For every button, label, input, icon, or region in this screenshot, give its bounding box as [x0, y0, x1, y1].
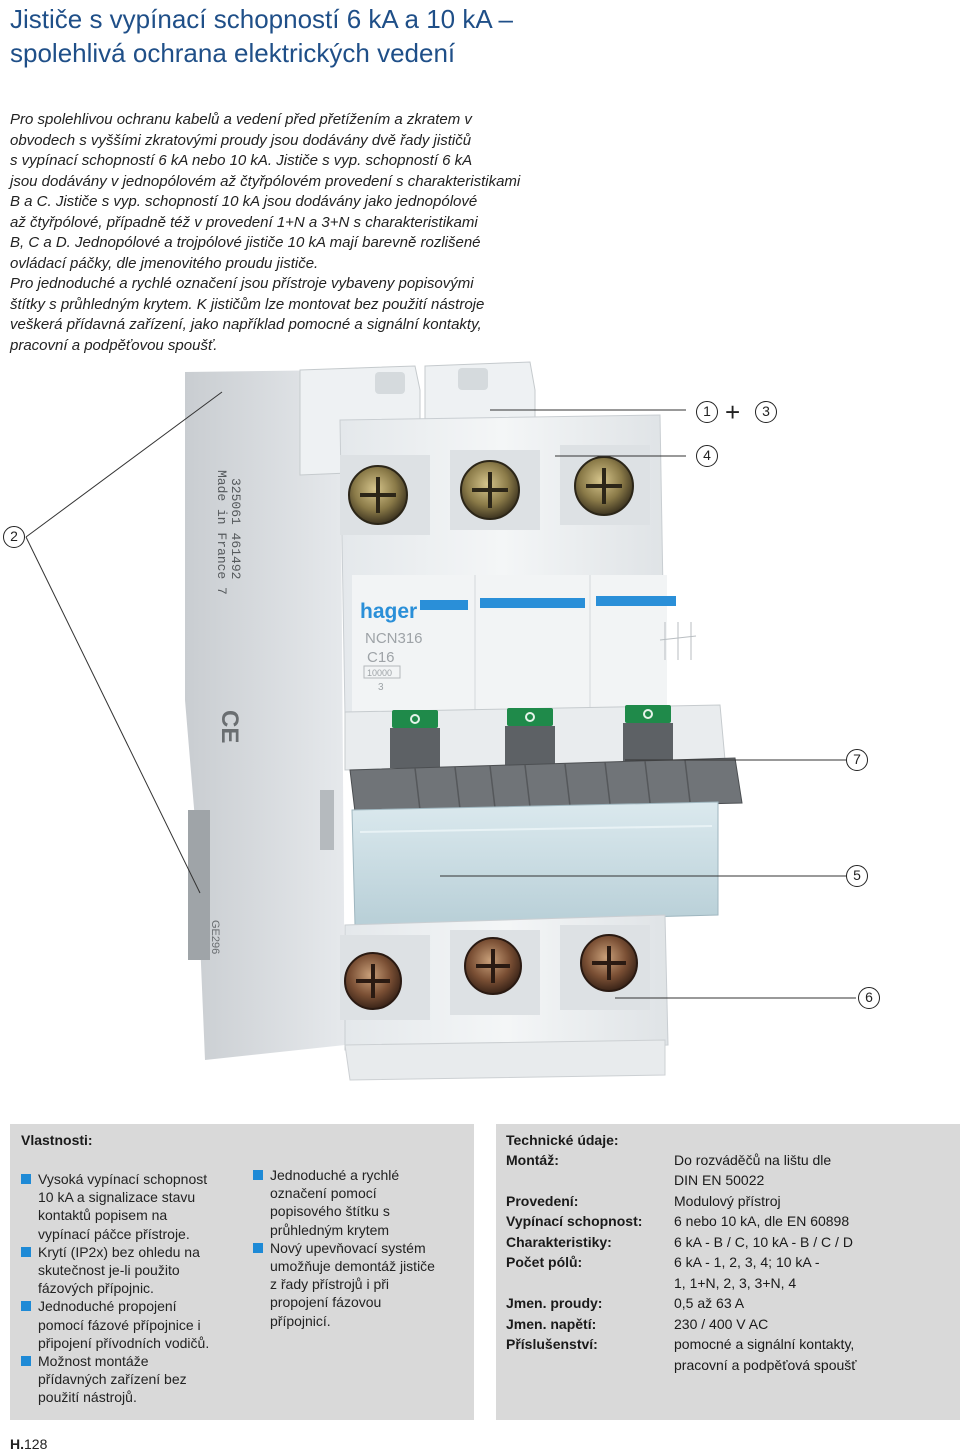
- bullet-square-icon: [253, 1170, 263, 1180]
- bullet-square-icon: [21, 1174, 31, 1184]
- intro-line: štítky s průhledným krytem. K jističům l…: [10, 295, 485, 313]
- bullet-square-icon: [21, 1246, 31, 1257]
- specs-heading: Technické údaje:: [506, 1132, 619, 1148]
- bullet-square-icon: [253, 1242, 263, 1253]
- spec-label: Provedení:: [506, 1193, 579, 1209]
- feature-item: Vysoká vypínací schopnost 10 kA a signal…: [21, 1170, 241, 1243]
- intro-line: ovládací páčky, dle jmenovitého proudu j…: [10, 254, 319, 272]
- pole-lever-1: [390, 728, 440, 768]
- toggle-bar: [349, 757, 743, 813]
- callout-7: 7: [846, 749, 868, 771]
- page-section: H.: [10, 1436, 24, 1452]
- callout-5: 5: [846, 865, 868, 887]
- feature-item: Nový upevňovací systém umožňuje demontáž…: [253, 1239, 468, 1330]
- title-line-1: Jističe s vypínací schopností 6 kA a 10 …: [10, 4, 513, 34]
- class-label: 3: [378, 682, 384, 693]
- spec-value: Modulový přístroj: [674, 1193, 781, 1209]
- specs-panel: Technické údaje: Montáž: Do rozváděčů na…: [496, 1124, 960, 1420]
- feature-item: Jednoduché propojení pomocí fázové přípo…: [21, 1297, 241, 1352]
- breaking-capacity-label: 10000: [367, 668, 392, 678]
- bottom-screw-2: [464, 937, 522, 995]
- spec-value: 230 / 400 V AC: [674, 1316, 769, 1332]
- brand-logo: hager: [360, 600, 417, 623]
- bullet-square-icon: [21, 1301, 31, 1312]
- spec-value: 6 kA - 1, 2, 3, 4; 10 kA -: [674, 1254, 820, 1270]
- spec-value: 6 nebo 10 kA, dle EN 60898: [674, 1213, 850, 1229]
- feature-item: Jednoduché a rychlé označení pomocí popi…: [253, 1166, 468, 1239]
- intro-line: Pro spolehlivou ochranu kabelů a vedení …: [10, 111, 472, 128]
- bottom-screw-1: [344, 952, 402, 1010]
- features-column-2: Jednoduché a rychlé označení pomocí popi…: [253, 1166, 468, 1330]
- intro-line: Pro jednoduché a rychlé označení jsou př…: [10, 275, 474, 292]
- pole-lever-3: [623, 723, 673, 763]
- feature-item: Krytí (IP2x) bez ohledu na skutečnost je…: [21, 1243, 241, 1298]
- page-number-value: 128: [24, 1436, 48, 1452]
- pole-lever-2: [505, 726, 555, 766]
- top-screw-1: [348, 465, 408, 525]
- spec-label: Jmen. proudy:: [506, 1295, 603, 1311]
- top-screw-2: [460, 460, 520, 520]
- spec-value: 6 kA - B / C, 10 kA - B / C / D: [674, 1234, 853, 1250]
- intro-line: s vypínací schopností 6 kA nebo 10 kA. J…: [10, 152, 473, 169]
- side-origin-text: Made in France 7: [214, 470, 229, 595]
- spec-value: 1, 1+N, 2, 3, 3+N, 4: [674, 1275, 797, 1291]
- bottom-screw-3: [580, 934, 638, 992]
- feature-item: Možnost montáže přídavných zařízení bez …: [21, 1352, 241, 1407]
- title-line-2: spolehlivá ochrana elektrických vedení: [10, 38, 456, 68]
- label-cover: [351, 801, 719, 926]
- intro-line: až čtyřpólové, případně též v provedení …: [10, 213, 478, 231]
- bullet-square-icon: [21, 1356, 31, 1367]
- page-title: Jističe s vypínací schopností 6 kA a 10 …: [10, 2, 940, 70]
- spec-label: Vypínací schopnost:: [506, 1213, 643, 1229]
- ce-mark: CE: [216, 710, 243, 743]
- intro-line: B, C a D. Jednopólové a trojpólové jisti…: [10, 234, 481, 251]
- brand-bar-1: [420, 600, 468, 610]
- intro-line: B a C. Jističe s vyp. schopností 10 kA j…: [10, 193, 478, 210]
- din-clip: [188, 810, 210, 960]
- callout-4: 4: [696, 445, 718, 467]
- callout-1: 1: [696, 401, 718, 423]
- intro-line: veškerá přídavná zařízení, jako napříkla…: [10, 316, 482, 333]
- callout-3: 3: [755, 401, 777, 423]
- wiring-symbol: [659, 622, 697, 660]
- spec-value: DIN EN 50022: [674, 1172, 765, 1188]
- bottom-code: GE296: [209, 920, 221, 954]
- spec-label: Jmen. napětí:: [506, 1316, 597, 1332]
- callout-plus: +: [725, 397, 741, 427]
- intro-line: obvodech s vyššími zkratovými proudy jso…: [10, 131, 472, 149]
- spec-label: Montáž:: [506, 1152, 559, 1168]
- spec-value: 0,5 až 63 A: [674, 1295, 745, 1311]
- brand-bar-2: [480, 598, 585, 608]
- features-panel: Vlastnosti: Vysoká vypínací schopnost 10…: [10, 1124, 474, 1420]
- status-indicator-1: [392, 710, 438, 728]
- spec-label: Charakteristiky:: [506, 1234, 612, 1250]
- page-number: H.128: [10, 1436, 47, 1452]
- intro-paragraph: Pro spolehlivou ochranu kabelů a vedení …: [10, 110, 570, 356]
- features-heading: Vlastnosti:: [21, 1132, 93, 1148]
- callout-6: 6: [858, 987, 880, 1009]
- breaker-illustration: hager NCN316 C16 10000 3 325061 461492 M…: [25, 361, 856, 1081]
- intro-line: jsou dodávány v jednopólovém až čtyřpólo…: [10, 172, 521, 190]
- rating-label: C16: [367, 649, 395, 666]
- status-indicator-2: [507, 708, 553, 726]
- breaker-side-panel: [185, 370, 345, 1060]
- side-serial-text: 325061 461492: [228, 478, 243, 579]
- spec-value: pracovní a podpěťová spoušť: [674, 1357, 857, 1373]
- intro-line: pracovní a podpěťovou spoušť.: [10, 336, 218, 354]
- spec-value: Do rozváděčů na lištu dle: [674, 1152, 832, 1168]
- spec-label: Počet pólů:: [506, 1254, 583, 1270]
- callout-2: 2: [3, 526, 25, 548]
- spec-value: pomocné a signální kontakty,: [674, 1336, 855, 1352]
- breaker-figure: hager NCN316 C16 10000 3 325061 461492 M…: [0, 360, 960, 1090]
- status-indicator-3: [625, 705, 671, 723]
- top-screw-3: [574, 456, 634, 516]
- spec-label: Příslušenství:: [506, 1336, 598, 1352]
- leader-lines: [25, 391, 856, 999]
- features-column-1: Vysoká vypínací schopnost 10 kA a signal…: [21, 1170, 241, 1407]
- brand-bar-3: [596, 596, 676, 606]
- model-label: NCN316: [365, 630, 423, 647]
